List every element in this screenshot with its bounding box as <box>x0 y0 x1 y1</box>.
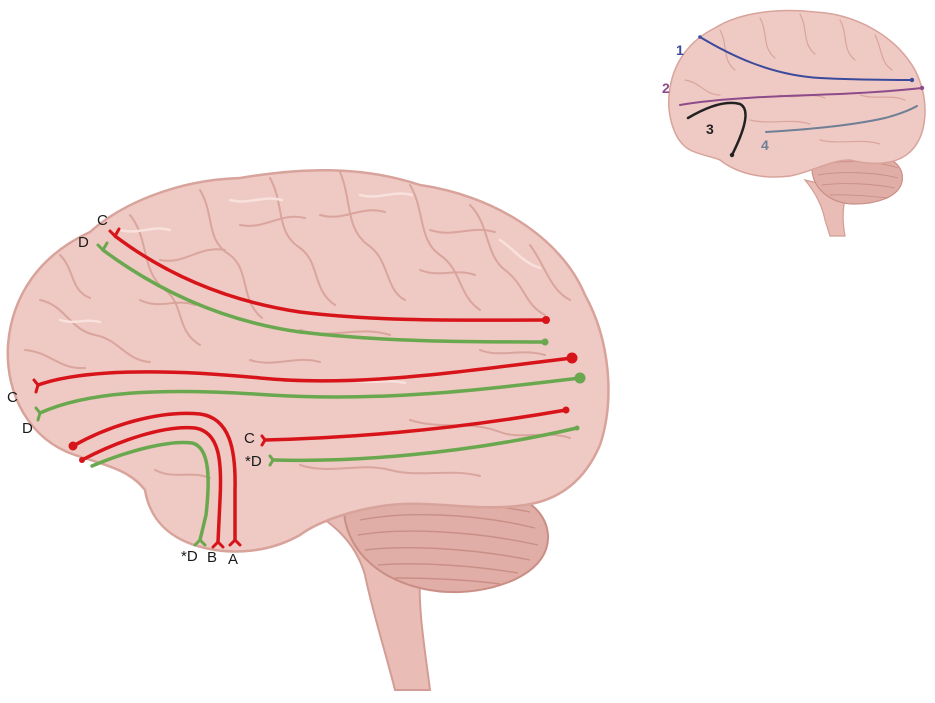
inset-label-2: 2 <box>662 80 670 96</box>
inset-label-4: 4 <box>761 137 769 153</box>
inset-cerebrum <box>668 9 926 178</box>
fork-c-middle <box>32 378 40 394</box>
fork-a-bottom <box>228 537 242 547</box>
label-c-temporal: C <box>244 430 255 447</box>
label-c-top: C <box>97 212 108 229</box>
inset-endpoints <box>698 35 925 158</box>
fork-d-upper <box>96 241 109 253</box>
label-d-top: D <box>78 234 89 251</box>
inset-tract-1 <box>699 36 913 81</box>
inset-tract-2 <box>679 87 923 106</box>
endpoint-d-upper <box>541 338 549 346</box>
inset-labels: 1 2 3 4 <box>662 42 769 153</box>
endpoint-c-upper <box>542 316 550 324</box>
fork-c-temporal <box>260 434 267 447</box>
endpoint-d-temporal <box>574 425 580 431</box>
fork-d-middle <box>34 406 42 422</box>
inset-label-3: 3 <box>706 121 714 137</box>
tract-c-upper <box>113 234 548 322</box>
main-labels: C D C D C *D *D B A <box>7 212 262 568</box>
fork-d-temporal <box>268 454 275 467</box>
tract-d-hook <box>90 440 210 542</box>
label-c-middle: C <box>7 389 18 406</box>
endpoint-a-hook <box>68 441 78 451</box>
inset-tract-4 <box>765 105 918 133</box>
fork-c-upper <box>108 227 121 239</box>
label-b-bottom: B <box>207 549 217 566</box>
cerebrum-highlights <box>58 192 542 385</box>
label-d-middle: D <box>22 420 33 437</box>
label-a-bottom: A <box>228 551 238 568</box>
label-d-temporal: *D <box>245 453 262 470</box>
main-tracts <box>36 234 582 544</box>
tract-d-temporal <box>271 426 579 463</box>
tract-a-hook <box>71 411 237 542</box>
tract-c-temporal <box>263 408 568 442</box>
endpoint-d-middle <box>574 372 586 384</box>
tract-d-middle <box>38 376 582 415</box>
tract-endpoints <box>32 227 586 549</box>
label-d-bottom: *D <box>181 548 198 565</box>
fork-d-bottom <box>193 537 207 547</box>
inset-tracts <box>679 36 923 157</box>
endpoint-b-hook <box>79 457 85 463</box>
main-brain <box>6 169 610 691</box>
endpoint-c-temporal <box>562 406 570 414</box>
tract-c-middle <box>36 356 574 387</box>
fork-b-bottom <box>211 539 225 549</box>
inset-tract-3 <box>686 101 747 157</box>
tract-b-hook <box>80 425 223 544</box>
tract-d-upper <box>101 248 547 344</box>
inset-label-1: 1 <box>676 42 684 58</box>
inset-brain <box>668 9 926 237</box>
endpoint-c-middle <box>566 352 578 364</box>
